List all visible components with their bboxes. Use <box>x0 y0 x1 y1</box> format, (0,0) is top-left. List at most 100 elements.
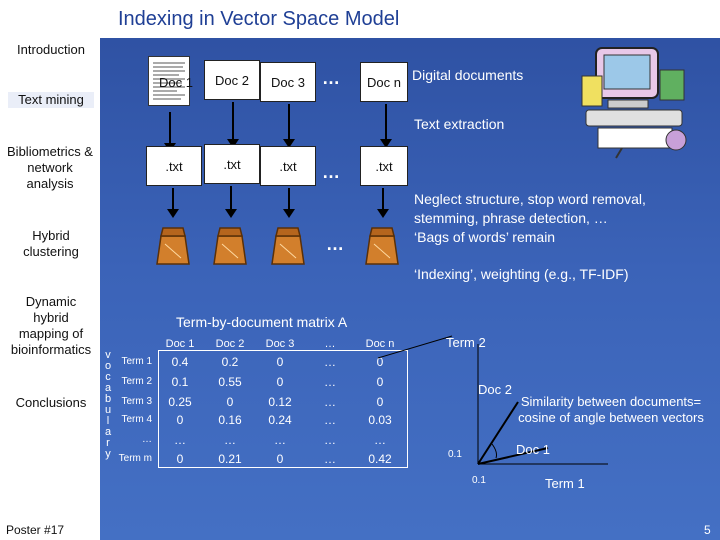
doc-3: Doc 3 <box>260 62 316 102</box>
tick-x-label: 0.1 <box>472 475 486 486</box>
text-extraction-label: Text extraction <box>414 116 505 132</box>
matrix-header-4: … <box>324 338 336 350</box>
matrix-cell: 0 <box>276 355 284 369</box>
slide-title: Indexing in Vector Space Model <box>118 8 400 30</box>
matrix-cell: … <box>274 433 286 447</box>
arrow-txt1 <box>167 188 179 218</box>
nav-dynamic-line1: Dynamic <box>25 294 77 309</box>
nav-dynamic-line2: hybrid <box>33 310 69 325</box>
nav-text-mining[interactable]: Text mining <box>8 92 94 108</box>
bags-ellipsis: … <box>326 234 344 254</box>
similarity-line-2: cosine of angle between vectors <box>518 410 704 425</box>
matrix-row-label: Term m <box>118 453 152 464</box>
poster-label: Poster #17 <box>6 523 65 537</box>
similarity-line-1: Similarity between documents= <box>520 394 702 409</box>
matrix-cell: … <box>324 375 336 389</box>
nav-dynamic-mapping[interactable]: Dynamic hybrid mapping of bioinformatics <box>4 294 98 358</box>
arrow-doc2 <box>227 102 239 148</box>
matrix-cell: 0.42 <box>368 452 392 466</box>
page-number: 5 <box>704 523 711 537</box>
bag-of-words-icon <box>271 227 305 265</box>
matrix-cell: 0 <box>276 375 284 389</box>
doc2-point-label: Doc 2 <box>478 382 512 397</box>
computer-illustration-icon <box>581 47 687 159</box>
bag-of-words-icon <box>156 227 190 265</box>
matrix-cell: 0.03 <box>368 413 392 427</box>
matrix-cell: 0.16 <box>218 413 242 427</box>
docs-ellipsis: … <box>322 68 340 88</box>
matrix-cell: 0.24 <box>268 413 292 427</box>
matrix-cell: 0 <box>226 395 234 409</box>
matrix-cell: 0 <box>376 395 384 409</box>
nav-hybrid-line2: clustering <box>23 244 79 259</box>
nav-dynamic-line3: mapping of <box>18 326 84 341</box>
matrix-frame <box>158 350 408 468</box>
arrow-doc1 <box>164 112 176 152</box>
matrix-cell: 0 <box>376 375 384 389</box>
doc-2: Doc 2 <box>204 60 260 100</box>
doc2-vector <box>477 401 519 465</box>
nav-bibliometrics-line3: analysis <box>26 176 74 191</box>
nav-bibliometrics[interactable]: Bibliometrics & network analysis <box>2 144 98 192</box>
nav-sidebar <box>0 0 100 540</box>
nav-hybrid-clustering[interactable]: Hybrid clustering <box>8 228 94 260</box>
matrix-cell: 0.1 <box>171 375 189 389</box>
doc1-point-label: Doc 1 <box>516 442 550 457</box>
matrix-cell: 0.12 <box>268 395 292 409</box>
matrix-header-2: Doc 2 <box>215 338 245 350</box>
nav-hybrid-line1: Hybrid <box>32 228 70 243</box>
nav-conclusions[interactable]: Conclusions <box>15 395 87 410</box>
matrix-row-label: Term 1 <box>121 356 152 367</box>
matrix-cell: 0.21 <box>218 452 242 466</box>
neglect-line-3: ‘Bags of words’ remain <box>414 229 556 245</box>
matrix-row-label: … <box>142 434 152 445</box>
nav-bibliometrics-line1: Bibliometrics & <box>7 144 93 159</box>
term2-label: Term 2 <box>446 335 486 350</box>
matrix-cell: … <box>324 452 336 466</box>
matrix-cell: … <box>324 355 336 369</box>
matrix-cell: 0 <box>376 355 384 369</box>
txt-doc-3: .txt <box>260 146 316 186</box>
txt-doc-n: .txt <box>360 146 408 186</box>
arrow-docn <box>380 104 392 148</box>
matrix-row-label: Term 3 <box>121 396 152 407</box>
matrix-cell: 0.55 <box>218 375 242 389</box>
doc1-vector <box>477 447 549 465</box>
title-bar <box>0 0 720 38</box>
neglect-line-1: Neglect structure, stop word removal, <box>414 191 646 207</box>
nav-dynamic-line4: bioinformatics <box>10 342 92 357</box>
txt-doc-1: .txt <box>146 146 202 186</box>
arrow-txt2 <box>225 186 237 218</box>
vector-space-plot <box>477 344 608 465</box>
document-lines-icon <box>153 62 185 100</box>
matrix-cell: … <box>324 433 336 447</box>
matrix-cell: 0.2 <box>221 355 239 369</box>
digital-documents-label: Digital documents <box>412 67 524 83</box>
matrix-header-3: Doc 3 <box>265 338 295 350</box>
term1-label: Term 1 <box>545 476 585 491</box>
matrix-row-label: Term 4 <box>121 414 152 425</box>
arrow-txt3 <box>283 188 295 218</box>
matrix-cell: … <box>324 395 336 409</box>
angle-arc <box>491 443 497 459</box>
matrix-cell: … <box>174 433 186 447</box>
txt-doc-2: .txt <box>204 144 260 184</box>
bag-of-words-icon <box>213 227 247 265</box>
matrix-row-label: Term 2 <box>121 376 152 387</box>
matrix-header-5: Doc n <box>365 338 395 350</box>
nav-introduction[interactable]: Introduction <box>17 42 85 57</box>
connector-line <box>377 335 453 359</box>
doc-n: Doc n <box>360 62 408 102</box>
matrix-header-1: Doc 1 <box>165 338 195 350</box>
tick-y-label: 0.1 <box>448 449 462 460</box>
matrix-cell: … <box>224 433 236 447</box>
matrix-cell: 0 <box>176 413 184 427</box>
matrix-cell: 0 <box>176 452 184 466</box>
matrix-cell: … <box>374 433 386 447</box>
indexing-label: ‘Indexing’, weighting (e.g., TF-IDF) <box>414 266 629 282</box>
matrix-title: Term-by-document matrix A <box>176 314 348 330</box>
txt-ellipsis: … <box>322 162 340 182</box>
similarity-note: Similarity between documents= cosine of … <box>508 394 714 426</box>
nav-bibliometrics-line2: network <box>27 160 73 175</box>
